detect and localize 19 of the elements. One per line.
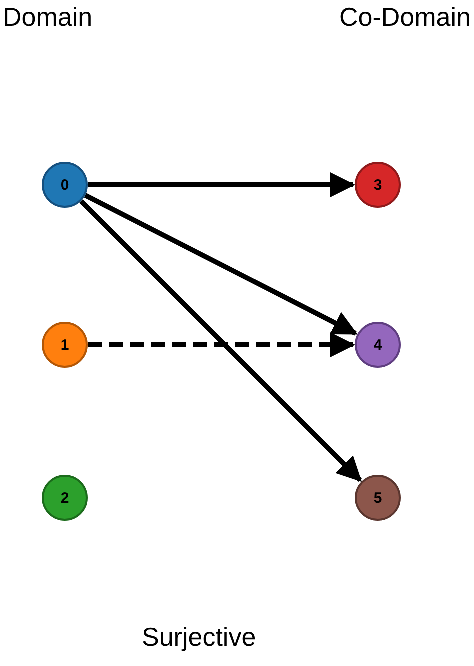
vertex-number: 3 xyxy=(374,176,382,194)
vertex-circle xyxy=(42,475,88,521)
vertex-number: 5 xyxy=(374,490,382,506)
vertex-circle xyxy=(355,162,401,208)
vertex-circle xyxy=(355,475,401,521)
column-heading: Co-Domain xyxy=(340,2,471,33)
vertex-circle xyxy=(42,322,88,368)
vertex-circle xyxy=(355,322,401,368)
arrow xyxy=(88,172,356,198)
vertex-number: 1 xyxy=(60,336,70,354)
vertex-number: 2 xyxy=(60,490,70,506)
arrow xyxy=(80,200,362,482)
vertex-number: 4 xyxy=(374,336,382,354)
arrow xyxy=(84,193,358,336)
arrow xyxy=(88,332,356,358)
caption: Surjective xyxy=(142,622,256,653)
vertex-circle xyxy=(42,162,88,208)
column-heading: Domain xyxy=(3,2,93,33)
vertex-number: 0 xyxy=(60,176,70,194)
